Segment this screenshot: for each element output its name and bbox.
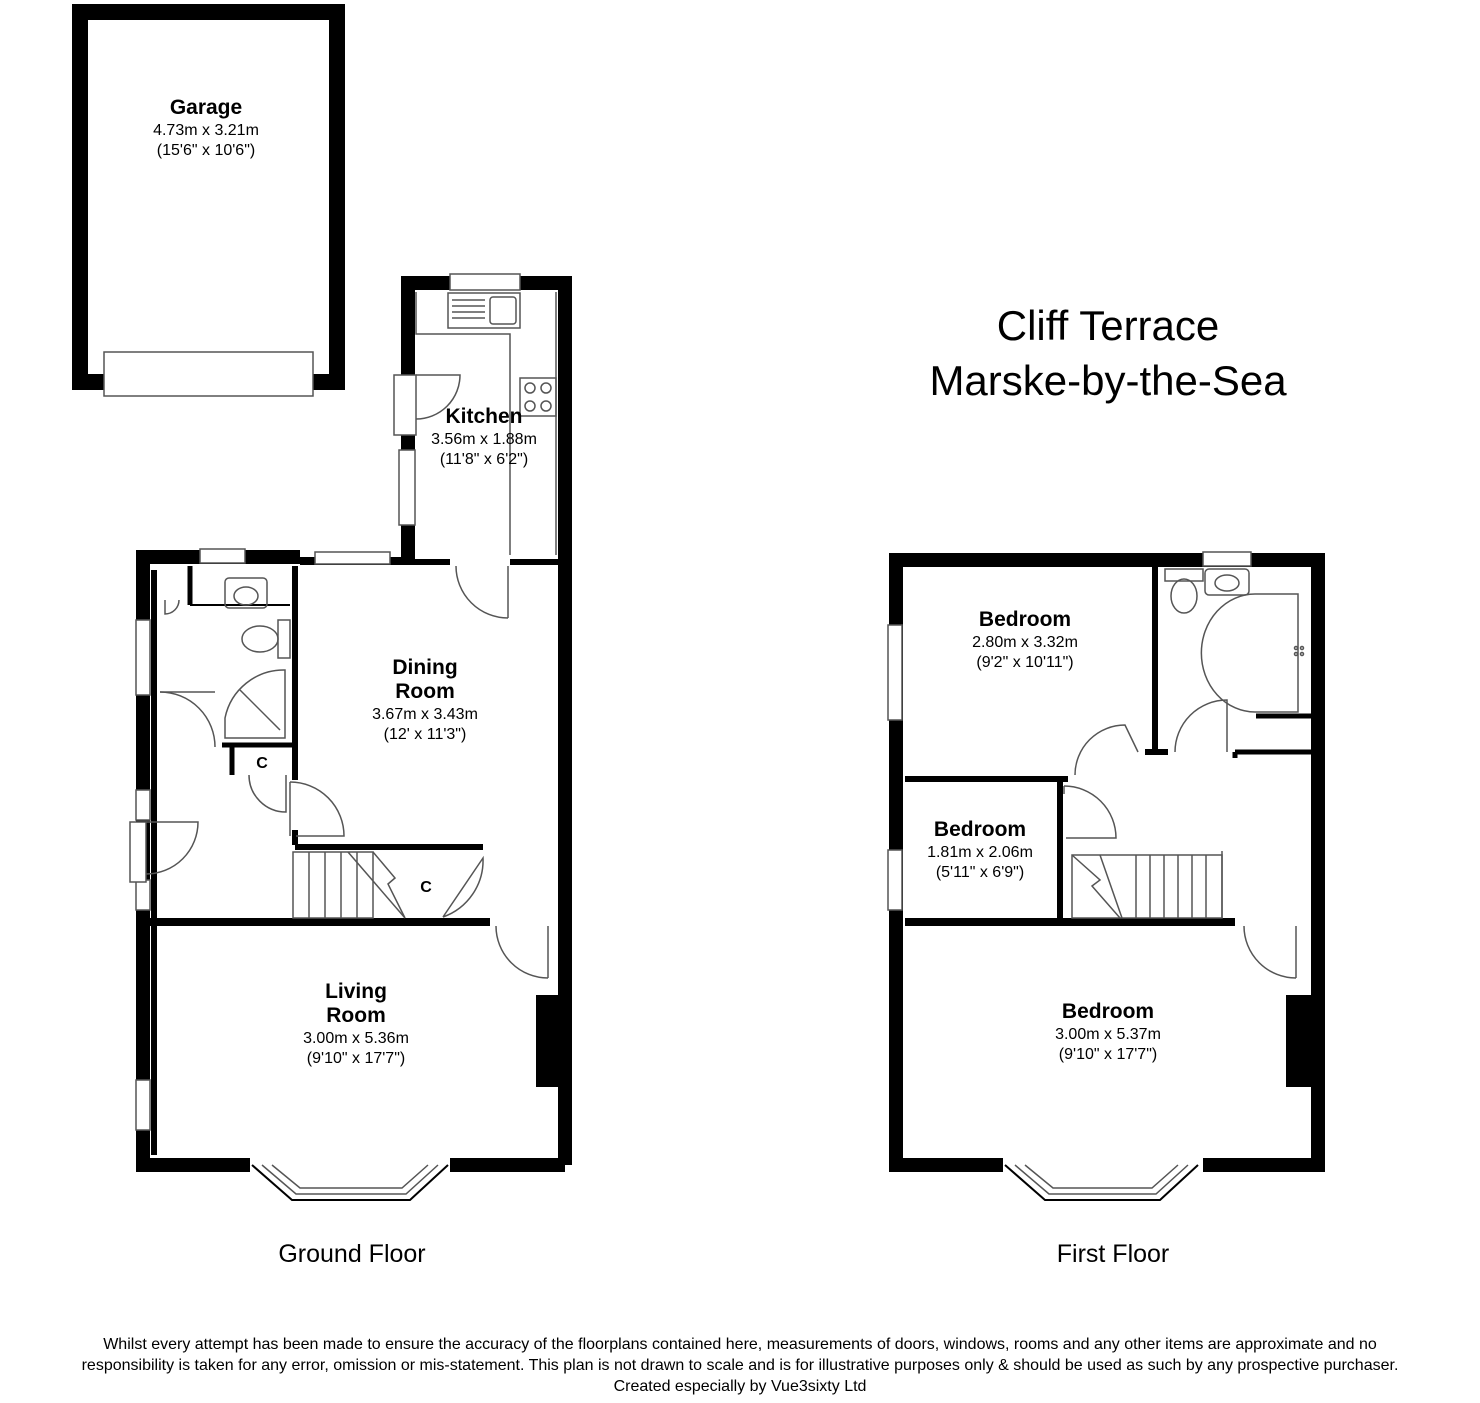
wc-window bbox=[199, 548, 246, 564]
dining-metric: 3.67m x 3.43m bbox=[372, 706, 478, 723]
dining-name-1: Dining bbox=[392, 656, 457, 679]
utility-window bbox=[135, 619, 151, 696]
stairs-cupboard-label: C bbox=[420, 879, 432, 896]
first-floor-walls bbox=[889, 553, 1325, 1172]
bathroom-toilet bbox=[1170, 578, 1198, 614]
first-floor-doors bbox=[1063, 699, 1297, 979]
front-bedroom-metric: 3.00m x 5.37m bbox=[1055, 1026, 1161, 1043]
garage-imperial: (15'6" x 10'6") bbox=[157, 142, 255, 159]
first-floor-label: First Floor bbox=[1057, 1240, 1170, 1268]
disclaimer-credit: Created especially by Vue3sixty Ltd bbox=[613, 1378, 867, 1395]
wc-toilet bbox=[241, 625, 279, 653]
ground-stairs bbox=[292, 851, 374, 919]
disclaimer-line-2: responsibility is taken for any error, o… bbox=[81, 1357, 1399, 1374]
kitchen-metric: 3.56m x 1.88m bbox=[431, 431, 537, 448]
disclaimer-line-1: Whilst every attempt has been made to en… bbox=[103, 1336, 1377, 1353]
small-bedroom-imperial: (5'11" x 6'9") bbox=[936, 864, 1024, 881]
kitchen-sink bbox=[447, 292, 521, 329]
front-bedroom-name: Bedroom bbox=[1062, 1000, 1154, 1023]
bathroom-window bbox=[1202, 551, 1252, 567]
living-bay-window bbox=[250, 1158, 450, 1201]
first-floor-windows bbox=[887, 551, 1252, 911]
rear-bedroom-window bbox=[887, 624, 903, 721]
disclaimer: Whilst every attempt has been made to en… bbox=[0, 1334, 1480, 1397]
bathroom-toilet-cistern bbox=[1164, 568, 1204, 582]
ground-floor-fixtures bbox=[224, 292, 557, 919]
first-floor-fixtures bbox=[1071, 568, 1305, 919]
ground-floor-windows bbox=[135, 273, 521, 1131]
wc-toilet-cistern bbox=[277, 619, 291, 659]
rear-bedroom-metric: 2.80m x 3.32m bbox=[972, 634, 1078, 651]
dining-window bbox=[314, 551, 391, 565]
title-line-1: Cliff Terrace bbox=[997, 302, 1220, 349]
title: Cliff Terrace Marske-by-the-Sea bbox=[929, 302, 1287, 404]
title-line-2: Marske-by-the-Sea bbox=[929, 357, 1287, 404]
bathroom-basin bbox=[1204, 568, 1250, 596]
rear-bedroom-imperial: (9'2" x 10'11") bbox=[976, 654, 1073, 671]
front-bedroom-label: Bedroom 3.00m x 5.37m (9'10" x 17'7") bbox=[1055, 1000, 1161, 1063]
dining-room-label: Dining Room 3.67m x 3.43m (12' x 11'3") bbox=[372, 656, 478, 743]
dining-imperial: (12' x 11'3") bbox=[384, 726, 467, 743]
garage-metric: 4.73m x 3.21m bbox=[153, 122, 259, 139]
hall-cupboard-label: C bbox=[256, 755, 268, 772]
living-side-window bbox=[135, 1079, 151, 1131]
kitchen-hob bbox=[519, 377, 557, 417]
dining-name-2: Room bbox=[395, 680, 455, 703]
garage-name: Garage bbox=[170, 96, 242, 119]
kitchen-label: Kitchen 3.56m x 1.88m (11'8" x 6'2") bbox=[431, 405, 537, 468]
rear-bedroom-label: Bedroom 2.80m x 3.32m (9'2" x 10'11") bbox=[972, 608, 1078, 671]
small-bedroom-name: Bedroom bbox=[934, 818, 1026, 841]
living-room-label: Living Room 3.00m x 5.36m (9'10" x 17'7"… bbox=[303, 980, 409, 1067]
shower-tray bbox=[224, 669, 286, 739]
kitchen-imperial: (11'8" x 6'2") bbox=[440, 451, 528, 468]
kitchen-window bbox=[449, 273, 521, 291]
hall-window-upper bbox=[135, 789, 151, 821]
bathroom-bath bbox=[1200, 593, 1299, 713]
wc-basin bbox=[224, 577, 268, 609]
garage-label: Garage 4.73m x 3.21m (15'6" x 10'6") bbox=[153, 96, 259, 159]
rear-bedroom-name: Bedroom bbox=[979, 608, 1071, 631]
small-bedroom-label: Bedroom 1.81m x 2.06m (5'11" x 6'9") bbox=[927, 818, 1033, 881]
hall-window-lower bbox=[135, 879, 151, 911]
ground-floor-doors bbox=[129, 374, 549, 979]
ground-floor-label: Ground Floor bbox=[278, 1240, 425, 1268]
small-bedroom-window bbox=[887, 849, 903, 911]
small-bedroom-metric: 1.81m x 2.06m bbox=[927, 844, 1033, 861]
first-floor-chimney bbox=[1286, 995, 1311, 1087]
living-metric: 3.00m x 5.36m bbox=[303, 1030, 409, 1047]
garage bbox=[72, 4, 345, 397]
living-name-1: Living bbox=[325, 980, 387, 1003]
kitchen-side-window bbox=[398, 449, 416, 526]
living-name-2: Room bbox=[326, 1004, 386, 1027]
kitchen-name: Kitchen bbox=[445, 405, 522, 428]
living-imperial: (9'10" x 17'7") bbox=[307, 1050, 405, 1067]
first-bay-window bbox=[1003, 1158, 1203, 1201]
garage-door bbox=[103, 351, 314, 397]
front-bedroom-imperial: (9'10" x 17'7") bbox=[1059, 1046, 1157, 1063]
first-stairs bbox=[1071, 854, 1223, 919]
